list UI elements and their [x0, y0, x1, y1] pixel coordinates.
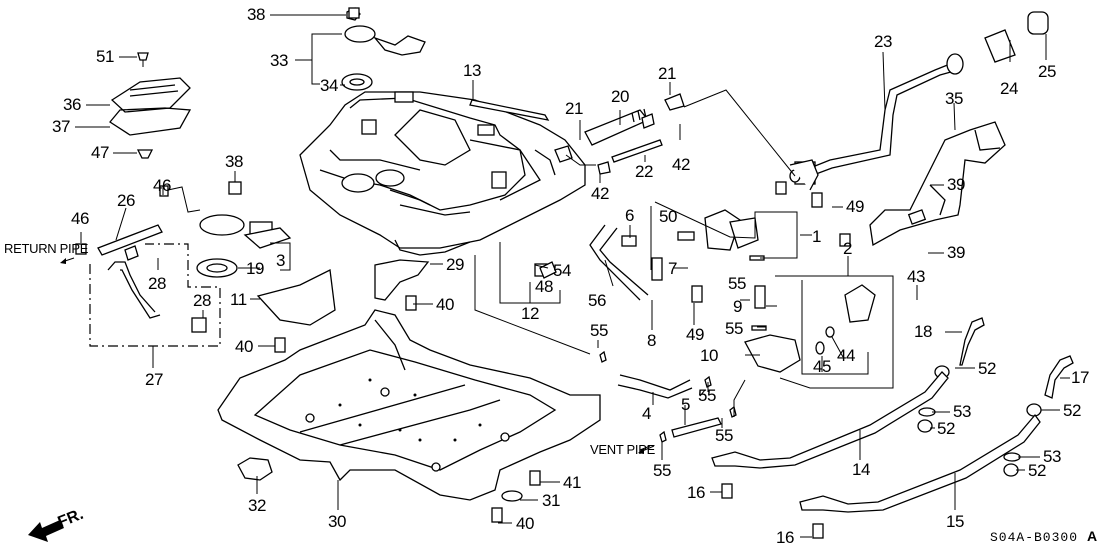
drawing-code: S04A-B0300	[990, 530, 1079, 545]
callout-41: 41	[563, 473, 581, 492]
callout-46-left: 46	[71, 209, 89, 228]
callout-30: 30	[328, 512, 346, 531]
callout-38: 38	[225, 152, 243, 171]
callout-38-top: 38	[247, 5, 265, 24]
callout-49-right: 49	[846, 197, 864, 216]
callout-52-c: 52	[1063, 401, 1081, 420]
callout-55-left: 55	[590, 321, 608, 340]
callout-45: 45	[813, 357, 831, 376]
callout-21-right: 21	[658, 64, 676, 83]
callout-28-left: 28	[148, 274, 166, 293]
callout-47: 47	[91, 143, 109, 162]
callout-49-mid: 49	[686, 325, 704, 344]
callout-16-left: 16	[687, 483, 705, 502]
tank-straps	[711, 371, 1041, 513]
revision-mark: A	[1087, 528, 1097, 544]
callout-35: 35	[945, 89, 963, 108]
callout-20: 20	[611, 87, 629, 106]
callout-52-d: 52	[1028, 461, 1046, 480]
callout-25: 25	[1038, 62, 1056, 81]
callout-52-b: 52	[937, 419, 955, 438]
callout-22: 22	[635, 162, 653, 181]
callout-2: 2	[843, 239, 852, 258]
callout-34: 34	[320, 76, 338, 95]
callout-32: 32	[248, 496, 266, 515]
under-cover	[217, 309, 601, 501]
callout-18: 18	[914, 322, 932, 341]
callout-5: 5	[681, 395, 690, 414]
callout-37: 37	[52, 117, 70, 136]
callout-55-mid: 55	[725, 319, 743, 338]
callout-23: 23	[874, 32, 892, 51]
callout-7: 7	[668, 259, 677, 278]
callout-39-bottom: 39	[947, 243, 965, 262]
callout-26: 26	[117, 191, 135, 210]
callout-8: 8	[647, 331, 656, 350]
callout-13: 13	[463, 61, 481, 80]
callout-24: 24	[1000, 79, 1018, 98]
fuel-pump-assembly	[196, 214, 292, 278]
fuel-gauge-sender	[341, 7, 426, 91]
callout-53-a: 53	[953, 402, 971, 421]
callout-43: 43	[907, 267, 925, 286]
callout-27: 27	[145, 370, 163, 389]
filler-neck-bracket	[869, 121, 1006, 247]
hoses	[97, 108, 722, 438]
callout-6: 6	[625, 206, 634, 225]
callout-17: 17	[1071, 368, 1089, 387]
callout-42-right: 42	[672, 155, 690, 174]
callout-15: 15	[946, 512, 964, 531]
callout-40-mid: 40	[436, 295, 454, 314]
brackets	[237, 99, 876, 481]
callout-12: 12	[521, 304, 539, 323]
access-cover	[109, 77, 192, 136]
callout-1: 1	[812, 227, 821, 246]
return-pipe-note: RETURN PIPE	[4, 241, 89, 256]
front-direction-arrow-icon	[28, 520, 64, 542]
callout-55-bottom: 55	[653, 461, 671, 480]
callout-52-a: 52	[978, 359, 996, 378]
callout-50: 50	[659, 207, 677, 226]
callout-9: 9	[733, 297, 742, 316]
callout-48: 48	[535, 277, 553, 296]
leader-lines	[75, 14, 1070, 538]
callout-36: 36	[63, 95, 81, 114]
callout-55-top: 55	[728, 274, 746, 293]
callout-33: 33	[270, 51, 288, 70]
callout-55-lower: 55	[715, 426, 733, 445]
callout-51: 51	[96, 47, 114, 66]
callout-29: 29	[446, 255, 464, 274]
fuel-tank	[299, 91, 586, 256]
callout-53-b: 53	[1043, 447, 1061, 466]
callout-55-center: 55	[698, 386, 716, 405]
callout-19: 19	[246, 259, 264, 278]
callout-42-left: 42	[591, 184, 609, 203]
callout-46-right: 46	[153, 176, 171, 195]
vent-pipe-note: VENT PIPE	[590, 442, 655, 457]
callout-21-left: 21	[565, 99, 583, 118]
callout-40-bottom: 40	[516, 514, 534, 533]
fasteners	[75, 7, 1074, 539]
callout-28-right: 28	[193, 291, 211, 310]
callout-40-left: 40	[235, 337, 253, 356]
callout-44: 44	[837, 346, 855, 365]
note-arrows	[60, 257, 655, 454]
callout-10: 10	[700, 346, 718, 365]
callout-14: 14	[852, 460, 870, 479]
callout-56: 56	[588, 291, 606, 310]
callout-39-top: 39	[947, 175, 965, 194]
callout-3: 3	[276, 251, 285, 270]
callout-31: 31	[542, 491, 560, 510]
callout-54: 54	[553, 261, 571, 280]
callout-4: 4	[642, 404, 651, 423]
callout-16-bottom: 16	[776, 528, 794, 547]
callout-11: 11	[230, 290, 247, 309]
